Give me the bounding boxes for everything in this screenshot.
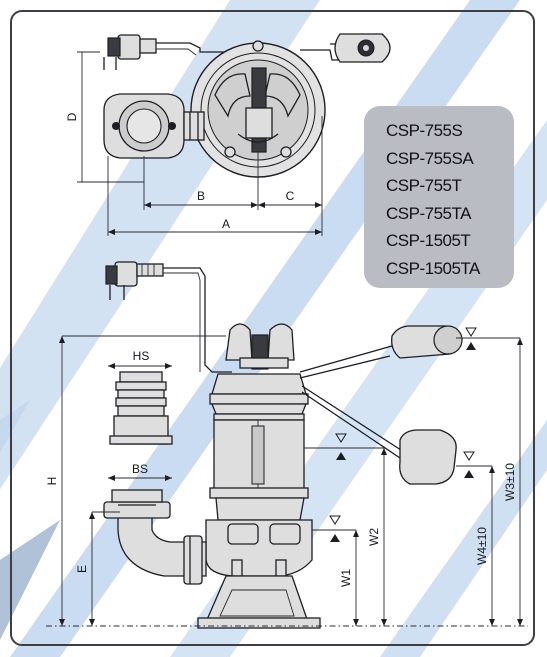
dimension-labels: D B C A HS BS H E W1 W2 W4±10 W3±10 xyxy=(45,112,517,587)
panel-frame xyxy=(10,10,535,646)
label-d: D xyxy=(65,112,79,121)
label-w2: W2 xyxy=(367,528,381,546)
label-hs: HS xyxy=(133,349,150,363)
top-motor xyxy=(190,40,326,178)
top-float-arm xyxy=(300,49,342,61)
model-list: CSP-755S CSP-755SA CSP-755T CSP-755TA CS… xyxy=(364,106,514,288)
label-c: C xyxy=(286,189,295,203)
top-power-plug xyxy=(103,34,157,70)
top-view xyxy=(77,33,391,236)
label-w1: W1 xyxy=(339,569,353,587)
side-power-plug xyxy=(105,261,164,300)
float-switches xyxy=(299,325,463,485)
model-item: CSP-1505TA xyxy=(386,258,480,278)
model-item: CSP-1505T xyxy=(386,231,471,250)
label-w4: W4±10 xyxy=(475,527,489,565)
pump-motor-body xyxy=(209,419,309,499)
side-dimensions xyxy=(46,335,528,627)
top-dimensions xyxy=(77,51,323,236)
label-h: H xyxy=(45,477,59,486)
label-b: B xyxy=(197,189,205,203)
pump-handle xyxy=(225,323,295,370)
model-item: CSP-755SA xyxy=(386,148,474,168)
label-e: E xyxy=(75,565,89,573)
model-item: CSP-755TA xyxy=(386,203,471,223)
pump-motor-head xyxy=(209,373,309,421)
side-cable xyxy=(163,267,232,373)
model-item: CSP-755T xyxy=(386,176,462,195)
label-w3: W3±10 xyxy=(503,463,517,501)
top-cable xyxy=(156,42,248,53)
top-discharge-flange xyxy=(103,93,205,159)
water-level-markers xyxy=(304,327,520,542)
side-view xyxy=(46,261,528,629)
label-a: A xyxy=(222,217,230,231)
label-bs: BS xyxy=(132,462,148,476)
model-item: CSP-755S xyxy=(386,121,463,140)
top-float xyxy=(334,33,391,63)
hose-nipple xyxy=(109,371,173,445)
pump-discharge-elbow xyxy=(103,489,207,585)
pump-casing xyxy=(197,497,321,629)
